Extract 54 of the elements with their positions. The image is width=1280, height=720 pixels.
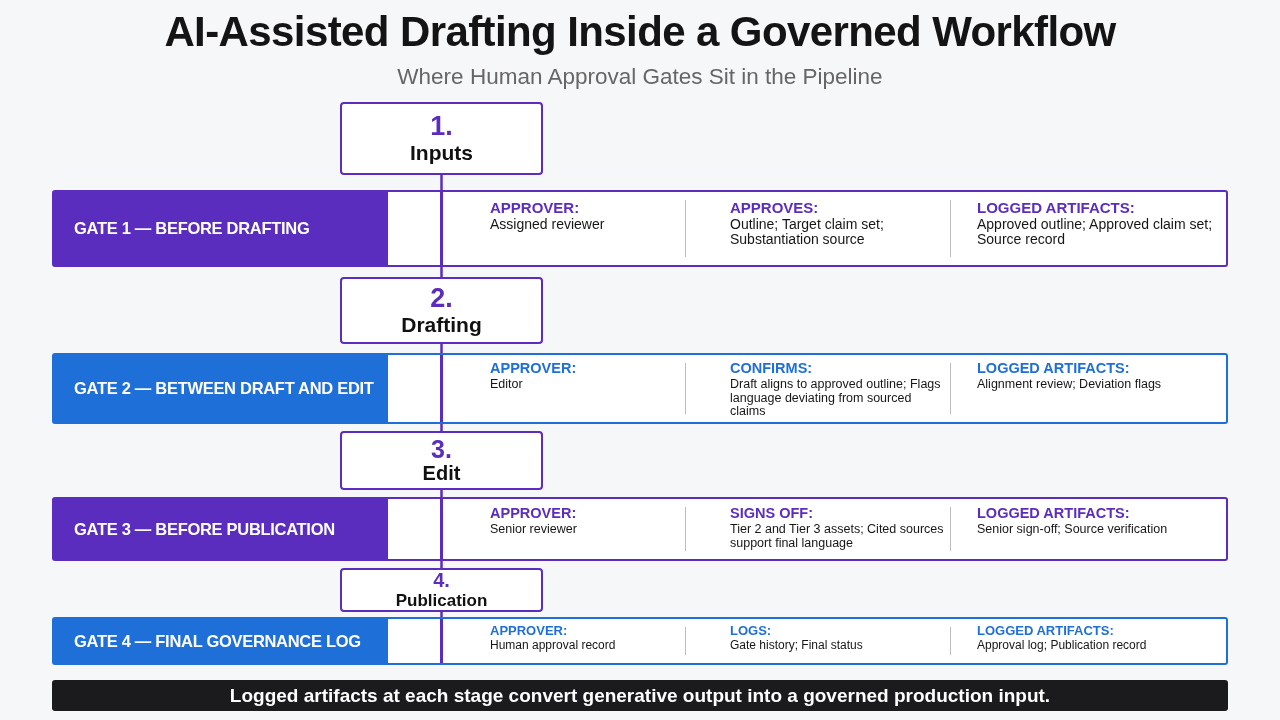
column-heading: SIGNS OFF: (730, 505, 813, 522)
column-text: Editor (490, 378, 523, 392)
column-heading: APPROVES: (730, 199, 819, 216)
gate-title: GATE 2 — BETWEEN DRAFT AND EDIT (54, 355, 388, 422)
column-heading: APPROVER: (490, 199, 580, 216)
stage-box (340, 431, 543, 490)
column-text: Outline; Target claim set; Substantiation source (730, 217, 885, 248)
column-heading: APPROVER: (490, 623, 568, 638)
title: AI-Assisted Drafting Inside a Governed Workflow (164, 8, 1116, 57)
step-number: 4. (433, 569, 450, 591)
column-text: Draft aligns to approved outline; Flags language deviating from sourced claims (730, 378, 942, 419)
column-text: Gate history; Final status (730, 639, 863, 652)
connector-line (440, 175, 443, 190)
connector-line (440, 424, 443, 431)
stage-label: Inputs (410, 140, 473, 165)
stage-box (340, 102, 543, 175)
column-text: Human approval record (490, 639, 616, 652)
gate-band (52, 617, 1228, 665)
stage-box (340, 568, 543, 612)
connector-line (440, 561, 443, 568)
column-text: Tier 2 and Tier 3 assets; Cited sources support final language (730, 523, 945, 550)
column-text: Senior sign-off; Source verification (977, 523, 1168, 537)
connector-line (440, 612, 443, 617)
column-heading: LOGGED ARTIFACTS: (977, 623, 1114, 638)
column-text: Alignment review; Deviation flags (977, 378, 1162, 392)
connector-line (440, 267, 443, 277)
caption: Logged artifacts at each stage convert generative output into a governed production input. (52, 680, 1228, 711)
step-number: 3. (431, 435, 452, 463)
gate-title: GATE 3 — BEFORE PUBLICATION (54, 499, 388, 559)
column-heading: LOGS: (730, 623, 772, 638)
column-heading: LOGGED ARTIFACTS: (977, 360, 1130, 377)
column-text: Approval log; Publication record (977, 639, 1147, 652)
column-heading: LOGGED ARTIFACTS: (977, 199, 1135, 216)
column-heading: APPROVER: (490, 505, 577, 522)
gate-band (52, 497, 1228, 561)
step-number: 1. (430, 112, 453, 141)
column-heading: CONFIRMS: (730, 360, 813, 377)
gate-title: GATE 4 — FINAL GOVERNANCE LOG (54, 619, 388, 663)
gate-title: GATE 1 — BEFORE DRAFTING (54, 192, 388, 265)
column-text: Approved outline; Approved claim set; Source record (977, 217, 1214, 248)
step-number: 2. (430, 284, 453, 313)
stage-label: Drafting (401, 312, 482, 337)
column-heading: APPROVER: (490, 360, 577, 377)
subtitle: Where Human Approval Gates Sit in the Pipeline (397, 63, 883, 90)
column-text: Senior reviewer (490, 523, 577, 537)
column-heading: LOGGED ARTIFACTS: (977, 505, 1130, 522)
connector-line (440, 344, 443, 353)
gate-band (52, 353, 1228, 424)
stage-label: Publication (395, 590, 488, 611)
gate-band (52, 190, 1228, 267)
column-text: Assigned reviewer (490, 217, 605, 233)
connector-line (440, 490, 443, 497)
stage-box (340, 277, 543, 344)
stage-label: Edit (422, 462, 461, 486)
